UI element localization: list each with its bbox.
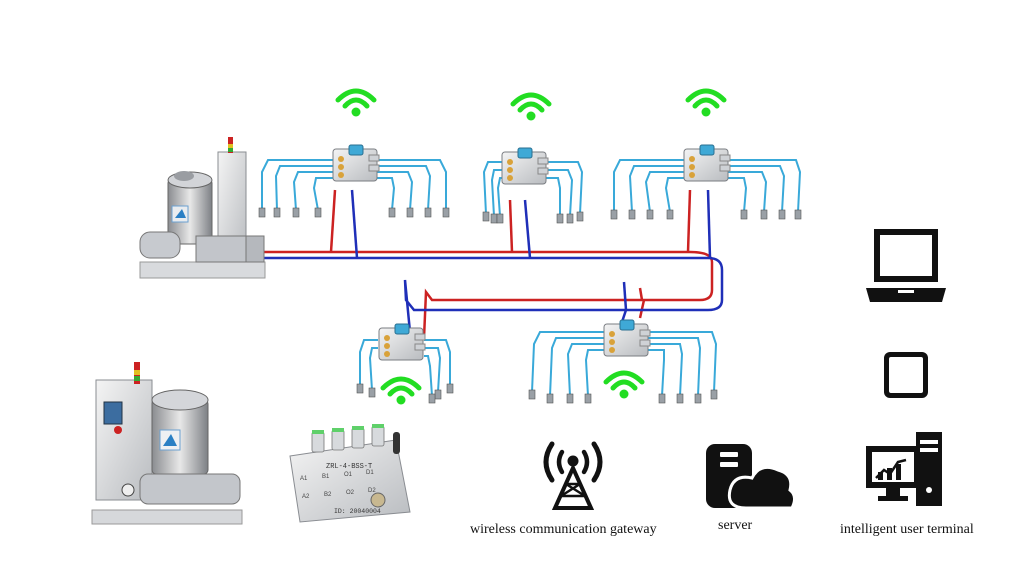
wifi-icon: [383, 379, 419, 405]
server-icon: [706, 444, 797, 510]
wifi-icon: [688, 91, 724, 117]
device-id-label: ID: 20040004: [334, 508, 381, 515]
port-label: A1: [300, 476, 308, 482]
tower-icon: [543, 441, 603, 510]
port-label: B2: [324, 492, 332, 498]
wifi-icon: [606, 373, 642, 399]
port-label: D2: [368, 488, 376, 494]
port-label: O1: [344, 472, 353, 478]
tube-fittings: [258, 207, 802, 404]
terminal-label: intelligent user terminal: [840, 522, 974, 537]
port-label: B1: [322, 474, 330, 480]
distributor-top-center: [501, 147, 549, 185]
port-label: D1: [366, 470, 374, 476]
port-label: O2: [346, 490, 355, 496]
gateway-label: wireless communication gateway: [470, 522, 657, 537]
distributor-closeup: [289, 424, 411, 523]
device-model-label: ZRL-4-BSS-T: [326, 463, 372, 471]
tablet-icon: [884, 352, 928, 398]
distributor-top-right: [683, 144, 731, 182]
branch-tubes: [261, 159, 802, 397]
distributor-bottom-left: [378, 323, 426, 361]
wifi-icon: [513, 95, 549, 121]
pump-station-top: [139, 137, 266, 279]
wifi-icon: [338, 91, 374, 117]
port-label: A2: [302, 494, 310, 500]
laptop-icon: [866, 229, 946, 302]
pump-station-bottom: [91, 362, 243, 525]
distributor-bottom-right: [603, 319, 651, 357]
distributor-top-left: [332, 144, 380, 182]
return-trunk: [262, 189, 724, 333]
desktop-terminal-icon: [866, 432, 942, 506]
server-label: server: [718, 518, 753, 533]
device-port-labels: A1 B1 O1 D1 A2 B2 O2 D2: [300, 470, 376, 500]
